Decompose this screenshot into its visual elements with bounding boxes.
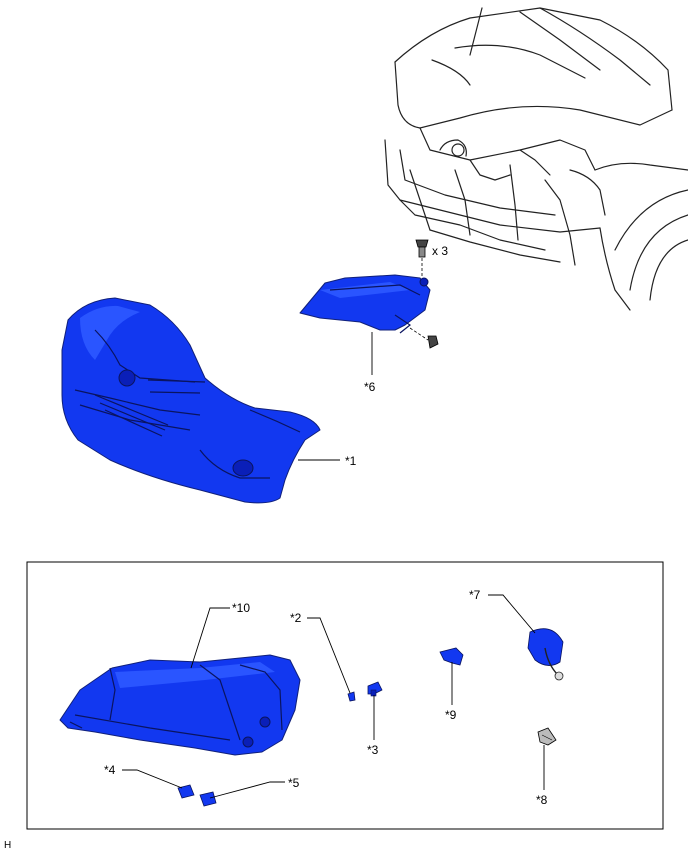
label-part-3: *3 — [367, 743, 379, 757]
headlight-bracket-part — [299, 274, 431, 334]
component-frame — [26, 561, 664, 830]
label-part-9: *9 — [445, 708, 457, 722]
bulb-part-4 — [177, 784, 195, 799]
label-part-1: *1 — [345, 454, 357, 468]
label-part-5: *5 — [288, 776, 300, 790]
label-part-10: *10 — [232, 601, 250, 615]
label-part-7: *7 — [469, 588, 481, 602]
label-part-2: *2 — [290, 611, 302, 625]
leader-lines — [122, 332, 545, 799]
bolt-top — [415, 239, 429, 276]
bulb-part-3 — [367, 681, 383, 697]
bulb-part-5 — [199, 791, 217, 807]
vehicle-outline — [384, 7, 688, 311]
headlight-assembly-part — [59, 654, 301, 756]
connector-part-7 — [527, 628, 564, 681]
clip-part-8 — [537, 727, 557, 746]
socket-part-9 — [439, 647, 464, 666]
label-qty: x 3 — [432, 244, 448, 258]
label-part-4: *4 — [104, 763, 116, 777]
bulb-part-2 — [347, 691, 356, 702]
bolt-side — [409, 327, 439, 349]
corner-mark: H — [4, 840, 11, 851]
label-part-6: *6 — [364, 380, 376, 394]
label-part-8: *8 — [536, 793, 548, 807]
front-bumper-part — [61, 297, 321, 504]
